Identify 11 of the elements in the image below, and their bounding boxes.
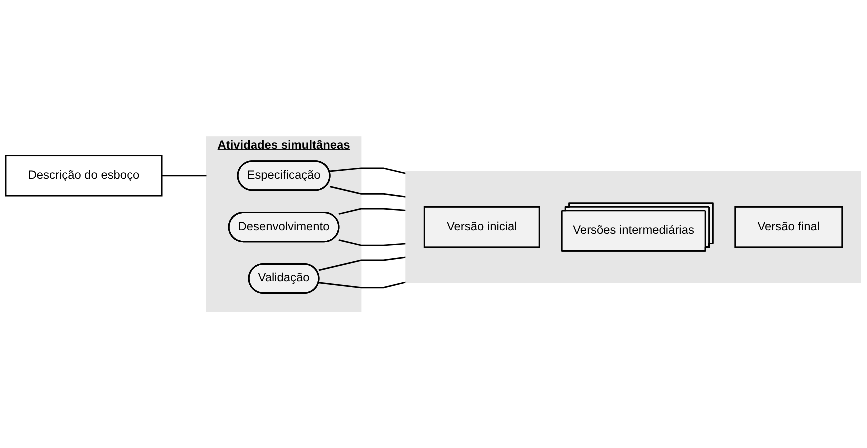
- connector: [318, 281, 406, 288]
- connector: [338, 208, 406, 215]
- connector: [318, 256, 406, 271]
- node-box: Versão inicial: [424, 206, 540, 248]
- node-box: Versão final: [734, 206, 844, 248]
- cluster: [406, 171, 862, 283]
- connector: [162, 174, 207, 176]
- connector: [338, 239, 406, 246]
- connector: [330, 167, 406, 174]
- connector: [330, 186, 406, 198]
- node-box: Descrição do esboço: [5, 154, 163, 196]
